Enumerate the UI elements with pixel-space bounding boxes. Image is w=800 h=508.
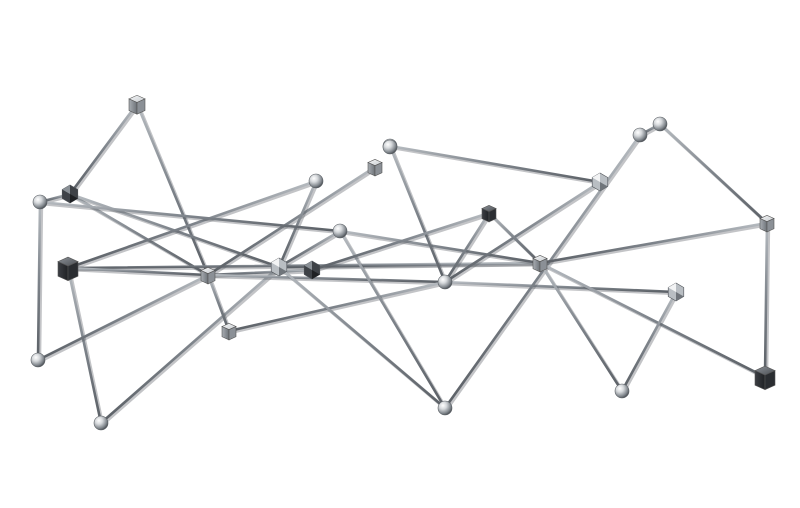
node-poly-n13 — [303, 260, 321, 280]
node-cube-n25 — [759, 215, 775, 233]
metal-rod — [658, 122, 769, 225]
metal-rod — [99, 265, 281, 425]
rod-shadow — [67, 180, 320, 272]
node-sphere-n3 — [32, 194, 48, 210]
node-cube-n8 — [221, 323, 237, 341]
metal-rod — [277, 179, 318, 269]
metal-rod — [487, 211, 542, 265]
metal-rod — [277, 265, 447, 410]
metal-rod — [538, 261, 624, 393]
node-sphere-n20 — [632, 127, 648, 143]
node-poly-n19 — [591, 172, 609, 192]
rod-shadow — [311, 212, 493, 274]
rod-shadow — [228, 281, 449, 335]
rod-shadow — [100, 266, 283, 427]
metal-rod — [388, 144, 447, 284]
node-sphere-n6 — [93, 415, 109, 431]
rod-shadow — [207, 274, 449, 286]
node-cube-n24 — [754, 365, 776, 391]
metal-rod — [36, 273, 210, 362]
rod-shadow — [444, 212, 493, 286]
rod-shadow — [278, 180, 320, 271]
metal-rod — [538, 261, 767, 379]
node-poly-n2 — [61, 184, 79, 204]
node-cube-n11 — [367, 159, 383, 177]
metal-rod — [206, 165, 377, 277]
rod-shadow — [39, 201, 344, 235]
rod-shadow — [444, 281, 680, 296]
rod-shadow — [621, 291, 680, 395]
metal-rod — [66, 266, 210, 277]
rod-shadow — [444, 134, 644, 412]
node-sphere-n5 — [30, 352, 46, 368]
metal-rod — [443, 180, 602, 284]
rod-shadow — [37, 201, 44, 364]
rod-shadow — [207, 166, 379, 279]
metal-rod — [36, 200, 42, 362]
node-sphere-n26 — [382, 139, 398, 155]
node-cube-n18 — [532, 255, 548, 273]
metal-rod — [206, 268, 314, 277]
node-cube-n17 — [481, 205, 497, 223]
metal-rod — [338, 229, 542, 265]
metal-rod — [277, 229, 342, 269]
metal-rod — [135, 102, 210, 277]
metal-rod — [443, 280, 678, 294]
node-poly-n22 — [667, 282, 685, 302]
metal-rod — [443, 133, 642, 410]
metal-rod — [620, 290, 678, 393]
metal-rod — [443, 211, 491, 284]
network-nodes — [30, 94, 776, 431]
metal-rod — [206, 273, 231, 333]
node-cube-n7 — [200, 267, 216, 285]
node-sphere-n15 — [437, 400, 453, 416]
connecting-rods — [36, 102, 771, 427]
rod-shadow — [67, 267, 212, 279]
metal-rod — [338, 229, 447, 410]
node-sphere-n9 — [308, 173, 324, 189]
node-sphere-n12 — [332, 223, 348, 239]
rod-shadow — [278, 230, 344, 271]
metal-rod — [310, 211, 491, 272]
metal-rod — [538, 221, 769, 265]
metal-rod — [206, 273, 447, 284]
node-sphere-n23 — [614, 383, 630, 399]
rod-shadow — [764, 222, 771, 381]
metal-rod — [68, 102, 139, 196]
node-cube-n4 — [57, 256, 79, 282]
node-sphere-n16 — [437, 274, 453, 290]
metal-rod — [388, 144, 602, 184]
rod-shadow — [539, 222, 771, 267]
node-sphere-n21 — [652, 116, 668, 132]
metal-rod — [66, 266, 103, 425]
rod-shadow — [69, 103, 141, 198]
node-poly-n10 — [270, 257, 288, 277]
rod-shadow — [278, 262, 544, 271]
metal-rod — [66, 179, 318, 270]
metal-rod — [38, 200, 342, 233]
metal-rod — [763, 221, 769, 379]
metal-rod — [227, 280, 447, 333]
rod-shadow — [37, 274, 212, 364]
node-cube-n1 — [128, 94, 146, 115]
rod-shadow — [444, 181, 604, 286]
